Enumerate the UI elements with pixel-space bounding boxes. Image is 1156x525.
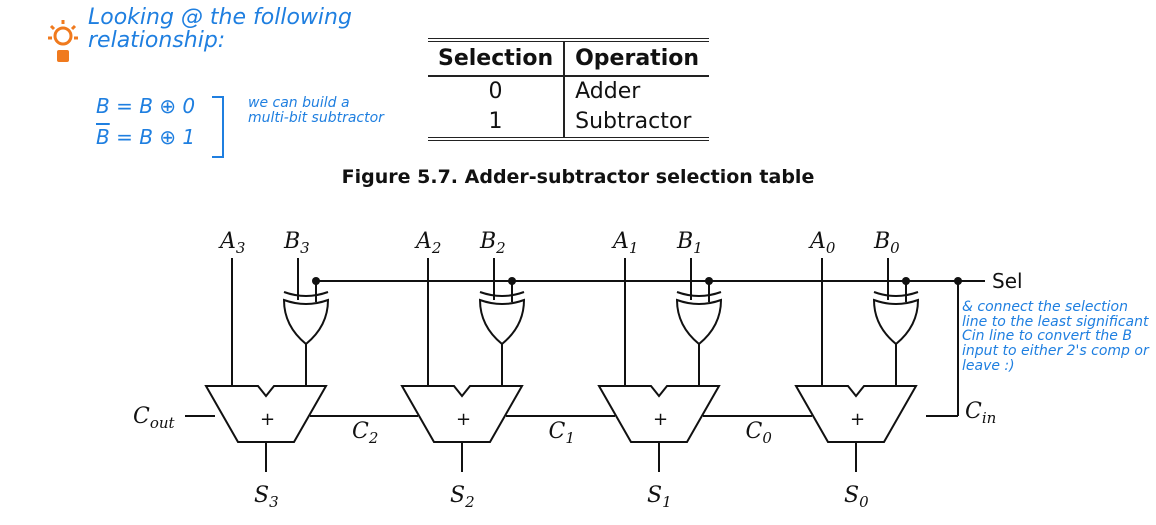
junction-dot — [705, 277, 713, 285]
table-cell: Adder — [575, 79, 641, 104]
lightbulb-icon — [48, 20, 78, 62]
xor-gate — [872, 298, 920, 346]
handwritten-equations: B = B ⊕ 0 B = B ⊕ 1 — [96, 96, 195, 158]
xor-gate — [478, 298, 526, 346]
table-cell: 1 — [428, 107, 566, 139]
full-adder — [597, 385, 721, 443]
sel-label: Sel — [992, 269, 1023, 293]
xor-arc — [873, 291, 919, 297]
carry-label: C0 — [746, 419, 773, 447]
full-adder — [794, 385, 918, 443]
full-adder — [204, 385, 328, 443]
sum-output-label: S2 — [450, 483, 475, 511]
table-cell: Subtractor — [575, 109, 692, 134]
table-header-selection: Selection — [428, 40, 566, 76]
carry-label: C1 — [549, 419, 575, 447]
table-cell: 0 — [428, 76, 566, 107]
equation-complement: B = B ⊕ 1 — [96, 125, 196, 149]
b-input-label: B0 — [873, 229, 900, 257]
selection-table: Selection Operation 0 Adder 1 Subtractor — [428, 38, 710, 141]
figure-caption: Figure 5.7. Adder-subtractor selection t… — [341, 166, 815, 188]
sum-output-label: S3 — [254, 483, 279, 511]
sum-output-label: S0 — [844, 483, 869, 511]
junction-dot — [312, 277, 320, 285]
junction-dot — [902, 277, 910, 285]
table-header-operation: Operation — [575, 46, 700, 71]
adder-plus: + — [456, 409, 471, 430]
xor-arc — [479, 291, 525, 297]
a-input-label: A0 — [808, 229, 836, 257]
junction-dot — [954, 277, 962, 285]
a-input-label: A1 — [611, 229, 638, 257]
handwritten-note-side: we can build a multi-bit subtractor — [248, 95, 384, 126]
bracket-mark — [212, 96, 224, 158]
equation-identity: B = B ⊕ 0 — [96, 94, 196, 118]
carry-label: C2 — [352, 419, 378, 447]
a-input-label: A3 — [218, 229, 245, 257]
table-header-row: Selection Operation — [428, 40, 710, 76]
full-adder — [400, 385, 524, 443]
xor-gate — [282, 298, 330, 346]
table-row: 0 Adder — [428, 76, 709, 107]
sum-output-label: S1 — [647, 483, 672, 511]
handwritten-note-right: & connect the selection line to the leas… — [962, 299, 1149, 374]
table-row: 1 Subtractor — [428, 107, 710, 139]
xor-arc — [676, 291, 722, 297]
a-input-label: A2 — [414, 229, 441, 257]
cout-label: Cout — [133, 404, 176, 432]
handwritten-note-title: Looking @ the following relationship: — [88, 5, 352, 54]
adder-plus: + — [850, 409, 865, 430]
cin-label: Cin — [965, 399, 996, 427]
adder-plus: + — [260, 409, 275, 430]
adder-plus: + — [653, 409, 668, 430]
b-input-label: B2 — [479, 229, 506, 257]
b-input-label: B1 — [676, 229, 703, 257]
xor-gate — [675, 298, 723, 346]
b-input-label: B3 — [283, 229, 310, 257]
xor-arc — [283, 291, 329, 297]
b-bar: B — [96, 125, 110, 149]
junction-dot — [508, 277, 516, 285]
